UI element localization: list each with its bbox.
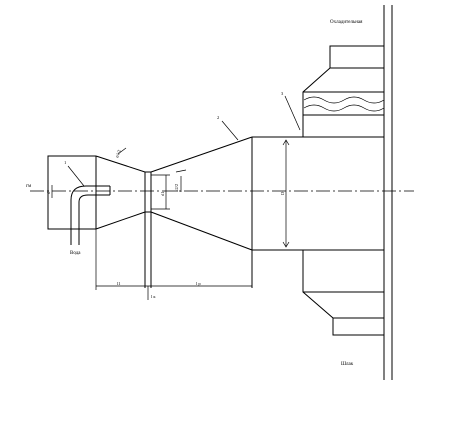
label-angle-small: α1/2: [114, 149, 121, 158]
furnace-wall: [252, 5, 393, 380]
callout-2: 2: [217, 115, 219, 120]
label-dim-D: D: [280, 191, 285, 195]
label-dim-l1: l1: [117, 281, 121, 286]
callout-3: 3: [281, 91, 284, 96]
label-dim-lp: l р: [196, 281, 201, 286]
label-water: Вода: [70, 251, 81, 256]
label-dim-d: d: [46, 191, 51, 194]
label-left-axis: гм: [26, 184, 32, 189]
label-top-right: Охладительная: [330, 20, 363, 25]
label-bottom-right: Шлак: [341, 362, 354, 367]
callout-1: 1: [64, 160, 66, 165]
label-angle-large: α2/2: [174, 184, 179, 192]
label-dim-lk: l к: [151, 294, 156, 299]
label-dim-d1: d1: [160, 192, 165, 197]
nozzle-pipe: [70, 185, 111, 245]
dimensions: [51, 95, 301, 300]
